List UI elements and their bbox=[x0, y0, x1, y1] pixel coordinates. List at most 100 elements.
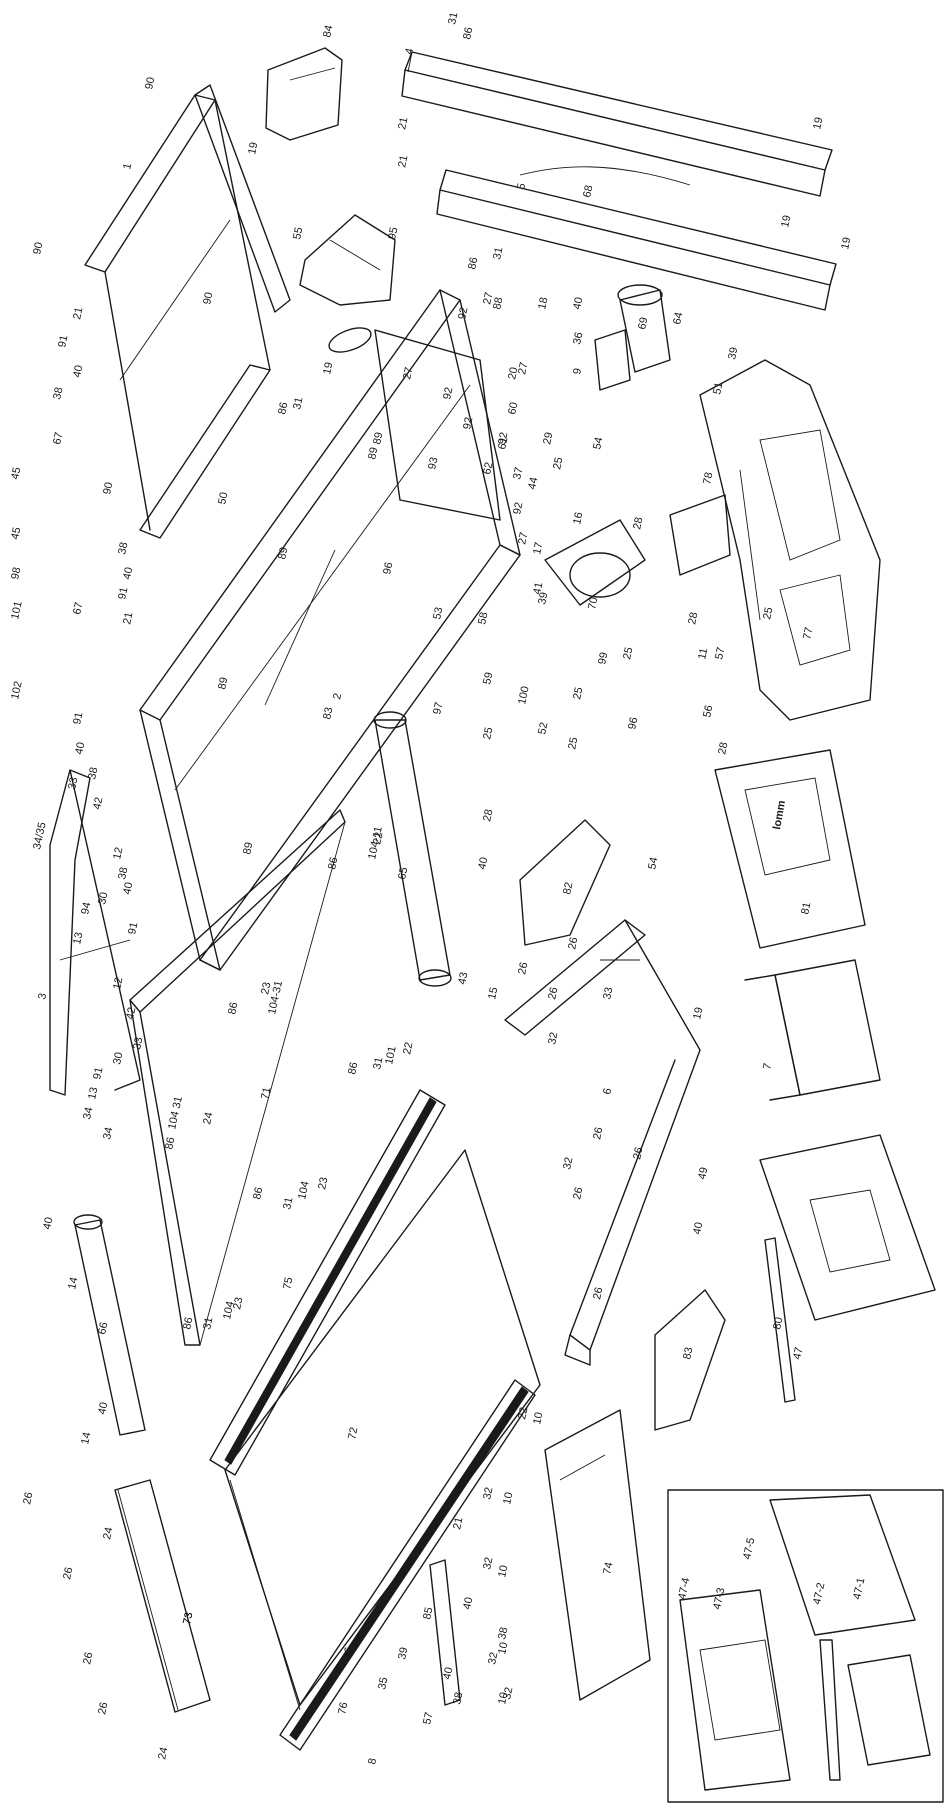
part-label-38-a: 38 bbox=[51, 386, 65, 400]
part-label-10-e: 10 bbox=[496, 1691, 510, 1705]
part-label-52: 52 bbox=[536, 721, 550, 735]
part-label-92-a: 92 bbox=[456, 306, 470, 320]
part-label-12-b: 12 bbox=[111, 976, 125, 990]
part-label-80: 80 bbox=[771, 1316, 785, 1330]
part-label-16: 16 bbox=[571, 511, 585, 525]
part-label-27-d: 27 bbox=[516, 531, 530, 545]
part-label-19-b: 19 bbox=[246, 141, 260, 155]
part-label-28-d: 28 bbox=[481, 808, 495, 822]
part-label-104-b: 104 bbox=[296, 1180, 312, 1200]
part-label-86-a: 86 bbox=[461, 26, 475, 40]
part-label-84: 84 bbox=[321, 24, 335, 38]
part-label-86-d: 86 bbox=[326, 856, 340, 870]
part-label-40-j: 40 bbox=[461, 1596, 475, 1610]
part-label-92-d: 92 bbox=[496, 431, 510, 445]
part-label-15: 15 bbox=[486, 986, 500, 1000]
part-label-23-b: 23 bbox=[316, 1176, 330, 1190]
part-label-66: 66 bbox=[96, 1321, 110, 1335]
part-label-86-f: 86 bbox=[346, 1061, 360, 1075]
part-label-38-d: 38 bbox=[116, 866, 130, 880]
part-label-32-f: 32 bbox=[501, 1686, 515, 1700]
part-label-30-b: 30 bbox=[111, 1051, 125, 1065]
svg-text:lomm: lomm bbox=[771, 799, 788, 830]
part-label-83: 83 bbox=[321, 706, 335, 720]
part-label-23-c: 23 bbox=[231, 1296, 245, 1310]
part-label-61: 61 bbox=[496, 436, 510, 450]
part-label-42-a: 42 bbox=[91, 796, 105, 810]
part-label-97: 97 bbox=[431, 701, 445, 715]
part-label-31-b: 31 bbox=[491, 246, 505, 260]
part-label-14-a: 14 bbox=[66, 1276, 80, 1290]
part-label-83-b: 83 bbox=[681, 1346, 695, 1360]
part-label-86-b: 86 bbox=[466, 256, 480, 270]
part-roller-66 bbox=[73, 1214, 146, 1436]
part-label-19-a: 19 bbox=[811, 116, 825, 130]
part-label-74: 74 bbox=[601, 1561, 615, 1575]
part-label-82: 82 bbox=[561, 881, 575, 895]
part-label-101-b: 101 bbox=[383, 1045, 399, 1065]
part-label-26-e: 26 bbox=[631, 1146, 645, 1160]
part-label-50: 50 bbox=[216, 491, 230, 505]
part-label-19-e: 19 bbox=[321, 361, 335, 375]
part-label-64: 64 bbox=[671, 311, 685, 325]
part-label-44: 44 bbox=[526, 476, 540, 490]
part-upright-frame-1 bbox=[84, 84, 291, 539]
part-label-26-f: 26 bbox=[571, 1186, 585, 1200]
part-label-4: 4 bbox=[403, 47, 416, 55]
part-label-45-a: 45 bbox=[9, 466, 23, 480]
part-label-8: 8 bbox=[366, 1757, 379, 1765]
part-crossbar-5 bbox=[436, 169, 837, 311]
part-label-58: 58 bbox=[476, 611, 490, 625]
part-label-34-35: 34/35 bbox=[31, 821, 48, 850]
part-label-36: 36 bbox=[571, 331, 585, 345]
part-label-25-d: 25 bbox=[571, 686, 585, 700]
part-label-27-b: 27 bbox=[401, 366, 415, 380]
part-label-26-h: 26 bbox=[21, 1491, 35, 1505]
part-label-89-b: 89 bbox=[276, 546, 290, 560]
part-label-28-b: 28 bbox=[686, 611, 700, 625]
part-side-rail-75 bbox=[209, 1089, 446, 1476]
part-label-73: 73 bbox=[181, 1611, 195, 1625]
part-label-26-b: 26 bbox=[516, 961, 530, 975]
part-label-96-b: 96 bbox=[626, 716, 640, 730]
part-label-56: 56 bbox=[701, 704, 715, 718]
part-label-22-c: 22 bbox=[516, 1406, 530, 1420]
part-motor-70 bbox=[544, 519, 646, 606]
part-label-40-e: 40 bbox=[571, 296, 585, 310]
part-label-25-e: 25 bbox=[481, 726, 495, 740]
part-label-47-5: 47-5 bbox=[741, 1537, 757, 1561]
part-label-43: 43 bbox=[456, 971, 470, 985]
part-label-91-d: 91 bbox=[126, 921, 140, 935]
part-label-77: 77 bbox=[801, 626, 815, 640]
part-label-3: 3 bbox=[36, 992, 49, 1000]
part-label-72: 72 bbox=[346, 1426, 360, 1440]
part-label-10-a: 10 bbox=[531, 1411, 545, 1425]
part-label-31-c: 31 bbox=[291, 396, 305, 410]
part-label-25-b: 25 bbox=[761, 606, 775, 620]
part-label-18: 18 bbox=[536, 296, 550, 310]
part-bracket-55 bbox=[299, 214, 396, 306]
part-label-38-f: 38 bbox=[451, 1691, 465, 1705]
part-label-60: 60 bbox=[506, 401, 520, 415]
part-label-33-c: 33 bbox=[601, 986, 615, 1000]
part-label-76-b: 76 bbox=[336, 1701, 350, 1715]
part-label-34-b: 34 bbox=[101, 1126, 115, 1140]
part-label-67-a: 67 bbox=[51, 431, 65, 445]
part-side-rail-76 bbox=[279, 1379, 536, 1751]
part-label-10-d: 10 bbox=[496, 1641, 510, 1655]
part-label-92-c: 92 bbox=[461, 416, 475, 430]
part-label-38-b: 38 bbox=[116, 541, 130, 555]
part-label-24: 24 bbox=[201, 1111, 215, 1125]
part-handle-rail-6 bbox=[504, 919, 701, 1366]
part-label-62: 62 bbox=[481, 461, 495, 475]
part-label-101-a: 101 bbox=[9, 600, 25, 620]
part-console-81: lomm bbox=[714, 749, 866, 949]
part-label-86-i: 86 bbox=[181, 1316, 195, 1330]
part-label-19-d: 19 bbox=[839, 236, 853, 250]
part-label-69: 69 bbox=[636, 316, 650, 330]
part-label-41: 41 bbox=[531, 581, 545, 595]
part-label-47: 47 bbox=[791, 1346, 805, 1360]
part-label-90-b: 90 bbox=[31, 241, 45, 255]
part-label-10-c: 10 bbox=[496, 1564, 510, 1578]
